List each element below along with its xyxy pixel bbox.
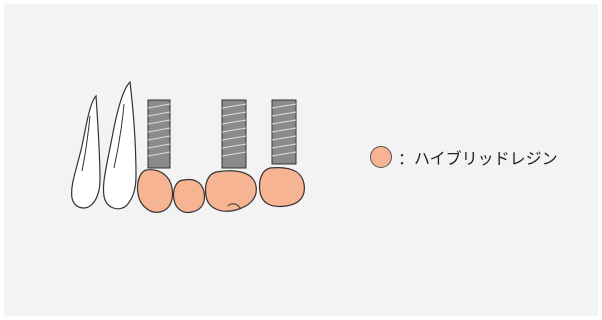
resin-crown-1 <box>136 169 174 213</box>
implant-fixture-icon <box>271 99 297 165</box>
implant-fixture-icon <box>221 99 247 169</box>
dental-bridge-diagram <box>71 80 305 214</box>
resin-crown-2 <box>204 170 257 212</box>
legend: ：ハイブリッドレジン <box>370 144 558 170</box>
legend-label: ：ハイブリッドレジン <box>398 149 558 168</box>
resin-swatch-icon <box>370 146 392 168</box>
implant-fixture-2 <box>221 99 247 169</box>
natural-tooth-1 <box>71 94 101 209</box>
implant-fixture-icon <box>147 99 171 169</box>
resin-crown-3 <box>258 167 305 208</box>
pontic-icon <box>172 178 206 214</box>
natural-tooth-2 <box>102 80 137 210</box>
implant-fixture-3 <box>271 99 297 165</box>
natural-tooth-icon <box>102 80 137 210</box>
figure-panel: ：ハイブリッドレジン <box>4 4 598 316</box>
implant-fixture-1 <box>147 99 171 169</box>
